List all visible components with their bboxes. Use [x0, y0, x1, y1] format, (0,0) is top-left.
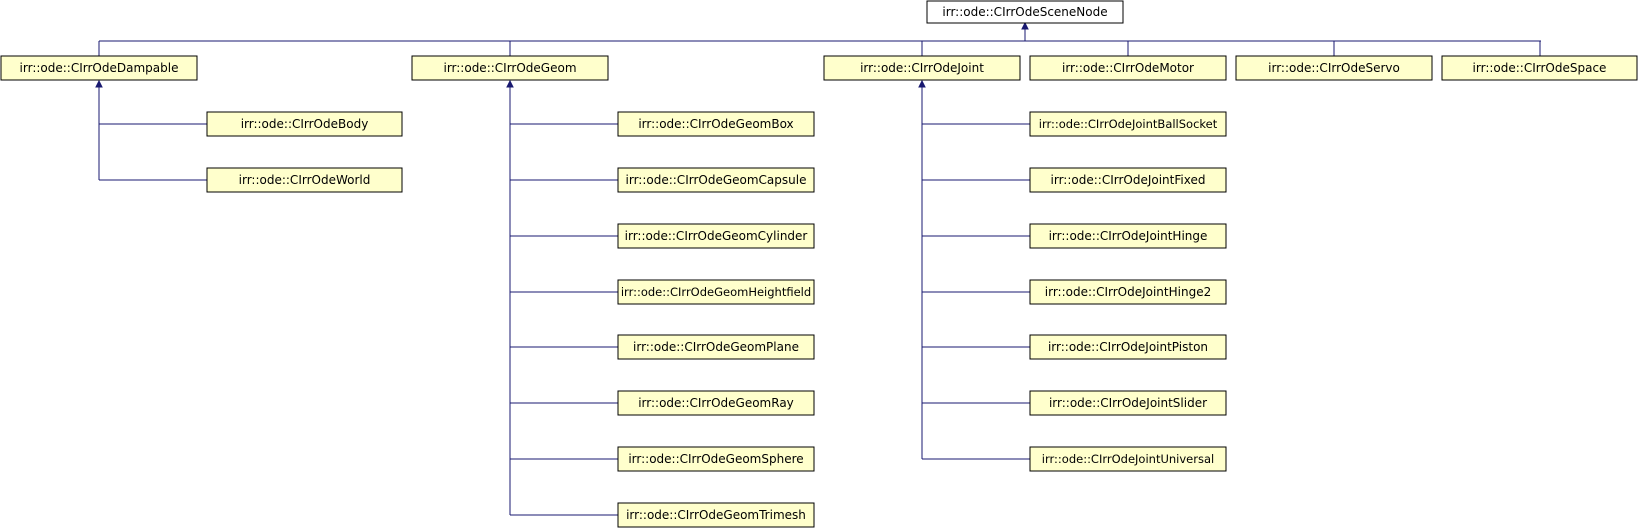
node-label: irr::ode::CIrrOdeGeomPlane: [633, 340, 799, 354]
node-label: irr::ode::CIrrOdeJointHinge2: [1045, 285, 1211, 299]
node-box: [926, 0, 1124, 24]
arrowhead-root: [1021, 21, 1029, 30]
node-box: [411, 55, 609, 81]
node-box: [1029, 223, 1227, 249]
node-geom-sphere[interactable]: irr::ode::CIrrOdeGeomSphere: [617, 446, 815, 472]
node-motor[interactable]: irr::ode::CIrrOdeMotor: [1029, 55, 1227, 81]
node-label: irr::ode::CIrrOdeGeom: [443, 61, 576, 75]
node-label: irr::ode::CIrrOdeGeomSphere: [628, 452, 803, 466]
node-geom-box[interactable]: irr::ode::CIrrOdeGeomBox: [617, 111, 815, 137]
node-label: irr::ode::CIrrOdeGeomHeightfield: [621, 285, 811, 299]
node-label: irr::ode::CIrrOdeJointSlider: [1049, 396, 1207, 410]
node-box: [617, 446, 815, 472]
node-space[interactable]: irr::ode::CIrrOdeSpace: [1441, 55, 1638, 81]
node-label: irr::ode::CIrrOdeGeomTrimesh: [626, 508, 806, 522]
node-box: [1029, 390, 1227, 416]
node-box: [1029, 446, 1227, 472]
node-label: irr::ode::CIrrOdeGeomCapsule: [626, 173, 807, 187]
node-label: irr::ode::CIrrOdeJointBallSocket: [1039, 117, 1218, 131]
node-joint-ballsocket[interactable]: irr::ode::CIrrOdeJointBallSocket: [1029, 111, 1227, 137]
node-label: irr::ode::CIrrOdeDampable: [20, 61, 179, 75]
node-geom-plane[interactable]: irr::ode::CIrrOdeGeomPlane: [617, 334, 815, 360]
arrowhead-dampable: [95, 79, 103, 88]
node-geom[interactable]: irr::ode::CIrrOdeGeom: [411, 55, 609, 81]
node-dampable[interactable]: irr::ode::CIrrOdeDampable: [0, 55, 198, 81]
node-box: [1235, 55, 1433, 81]
node-joint[interactable]: irr::ode::CIrrOdeJoint: [823, 55, 1021, 81]
node-box: [0, 55, 198, 81]
node-label: irr::ode::CIrrOdeServo: [1268, 61, 1400, 75]
node-label: irr::ode::CIrrOdeGeomRay: [638, 396, 794, 410]
node-label: irr::ode::CIrrOdeBody: [241, 117, 369, 131]
arrowhead-geom: [506, 79, 514, 88]
node-geom-cylinder[interactable]: irr::ode::CIrrOdeGeomCylinder: [617, 223, 815, 249]
node-box: [206, 111, 403, 137]
node-label: irr::ode::CIrrOdeJointFixed: [1051, 173, 1206, 187]
node-world[interactable]: irr::ode::CIrrOdeWorld: [206, 167, 403, 193]
node-joint-universal[interactable]: irr::ode::CIrrOdeJointUniversal: [1029, 446, 1227, 472]
node-geom-heightfield[interactable]: irr::ode::CIrrOdeGeomHeightfield: [617, 279, 815, 305]
node-label: irr::ode::CIrrOdeJointHinge: [1049, 229, 1208, 243]
node-label: irr::ode::CIrrOdeMotor: [1062, 61, 1194, 75]
node-label: irr::ode::CIrrOdeGeomBox: [638, 117, 793, 131]
node-label: irr::ode::CIrrOdeJointPiston: [1048, 340, 1208, 354]
node-box: [1029, 334, 1227, 360]
node-joint-slider[interactable]: irr::ode::CIrrOdeJointSlider: [1029, 390, 1227, 416]
node-label: irr::ode::CIrrOdeWorld: [239, 173, 371, 187]
node-joint-hinge[interactable]: irr::ode::CIrrOdeJointHinge: [1029, 223, 1227, 249]
node-geom-capsule[interactable]: irr::ode::CIrrOdeGeomCapsule: [617, 167, 815, 193]
node-label: irr::ode::CIrrOdeJointUniversal: [1042, 452, 1214, 466]
node-box: [617, 111, 815, 137]
node-box: [1029, 55, 1227, 81]
arrowhead-joint: [918, 79, 926, 88]
node-scene-node[interactable]: irr::ode::CIrrOdeSceneNode: [926, 0, 1124, 24]
edges: [95, 21, 1541, 516]
node-box: [617, 279, 815, 305]
node-joint-fixed[interactable]: irr::ode::CIrrOdeJointFixed: [1029, 167, 1227, 193]
node-geom-ray[interactable]: irr::ode::CIrrOdeGeomRay: [617, 390, 815, 416]
node-box: [1029, 167, 1227, 193]
node-box: [1441, 55, 1638, 81]
node-box: [617, 223, 815, 249]
node-label: irr::ode::CIrrOdeSpace: [1473, 61, 1607, 75]
node-body[interactable]: irr::ode::CIrrOdeBody: [206, 111, 403, 137]
node-box: [823, 55, 1021, 81]
node-label: irr::ode::CIrrOdeSceneNode: [942, 5, 1107, 19]
node-box: [617, 390, 815, 416]
node-box: [206, 167, 403, 193]
node-label: irr::ode::CIrrOdeGeomCylinder: [625, 229, 808, 243]
node-box: [617, 502, 815, 528]
node-box: [1029, 279, 1227, 305]
node-servo[interactable]: irr::ode::CIrrOdeServo: [1235, 55, 1433, 81]
node-joint-hinge2[interactable]: irr::ode::CIrrOdeJointHinge2: [1029, 279, 1227, 305]
node-geom-trimesh[interactable]: irr::ode::CIrrOdeGeomTrimesh: [617, 502, 815, 528]
node-box: [617, 167, 815, 193]
node-box: [617, 334, 815, 360]
node-label: irr::ode::CIrrOdeJoint: [860, 61, 984, 75]
node-joint-piston[interactable]: irr::ode::CIrrOdeJointPiston: [1029, 334, 1227, 360]
node-box: [1029, 111, 1227, 137]
